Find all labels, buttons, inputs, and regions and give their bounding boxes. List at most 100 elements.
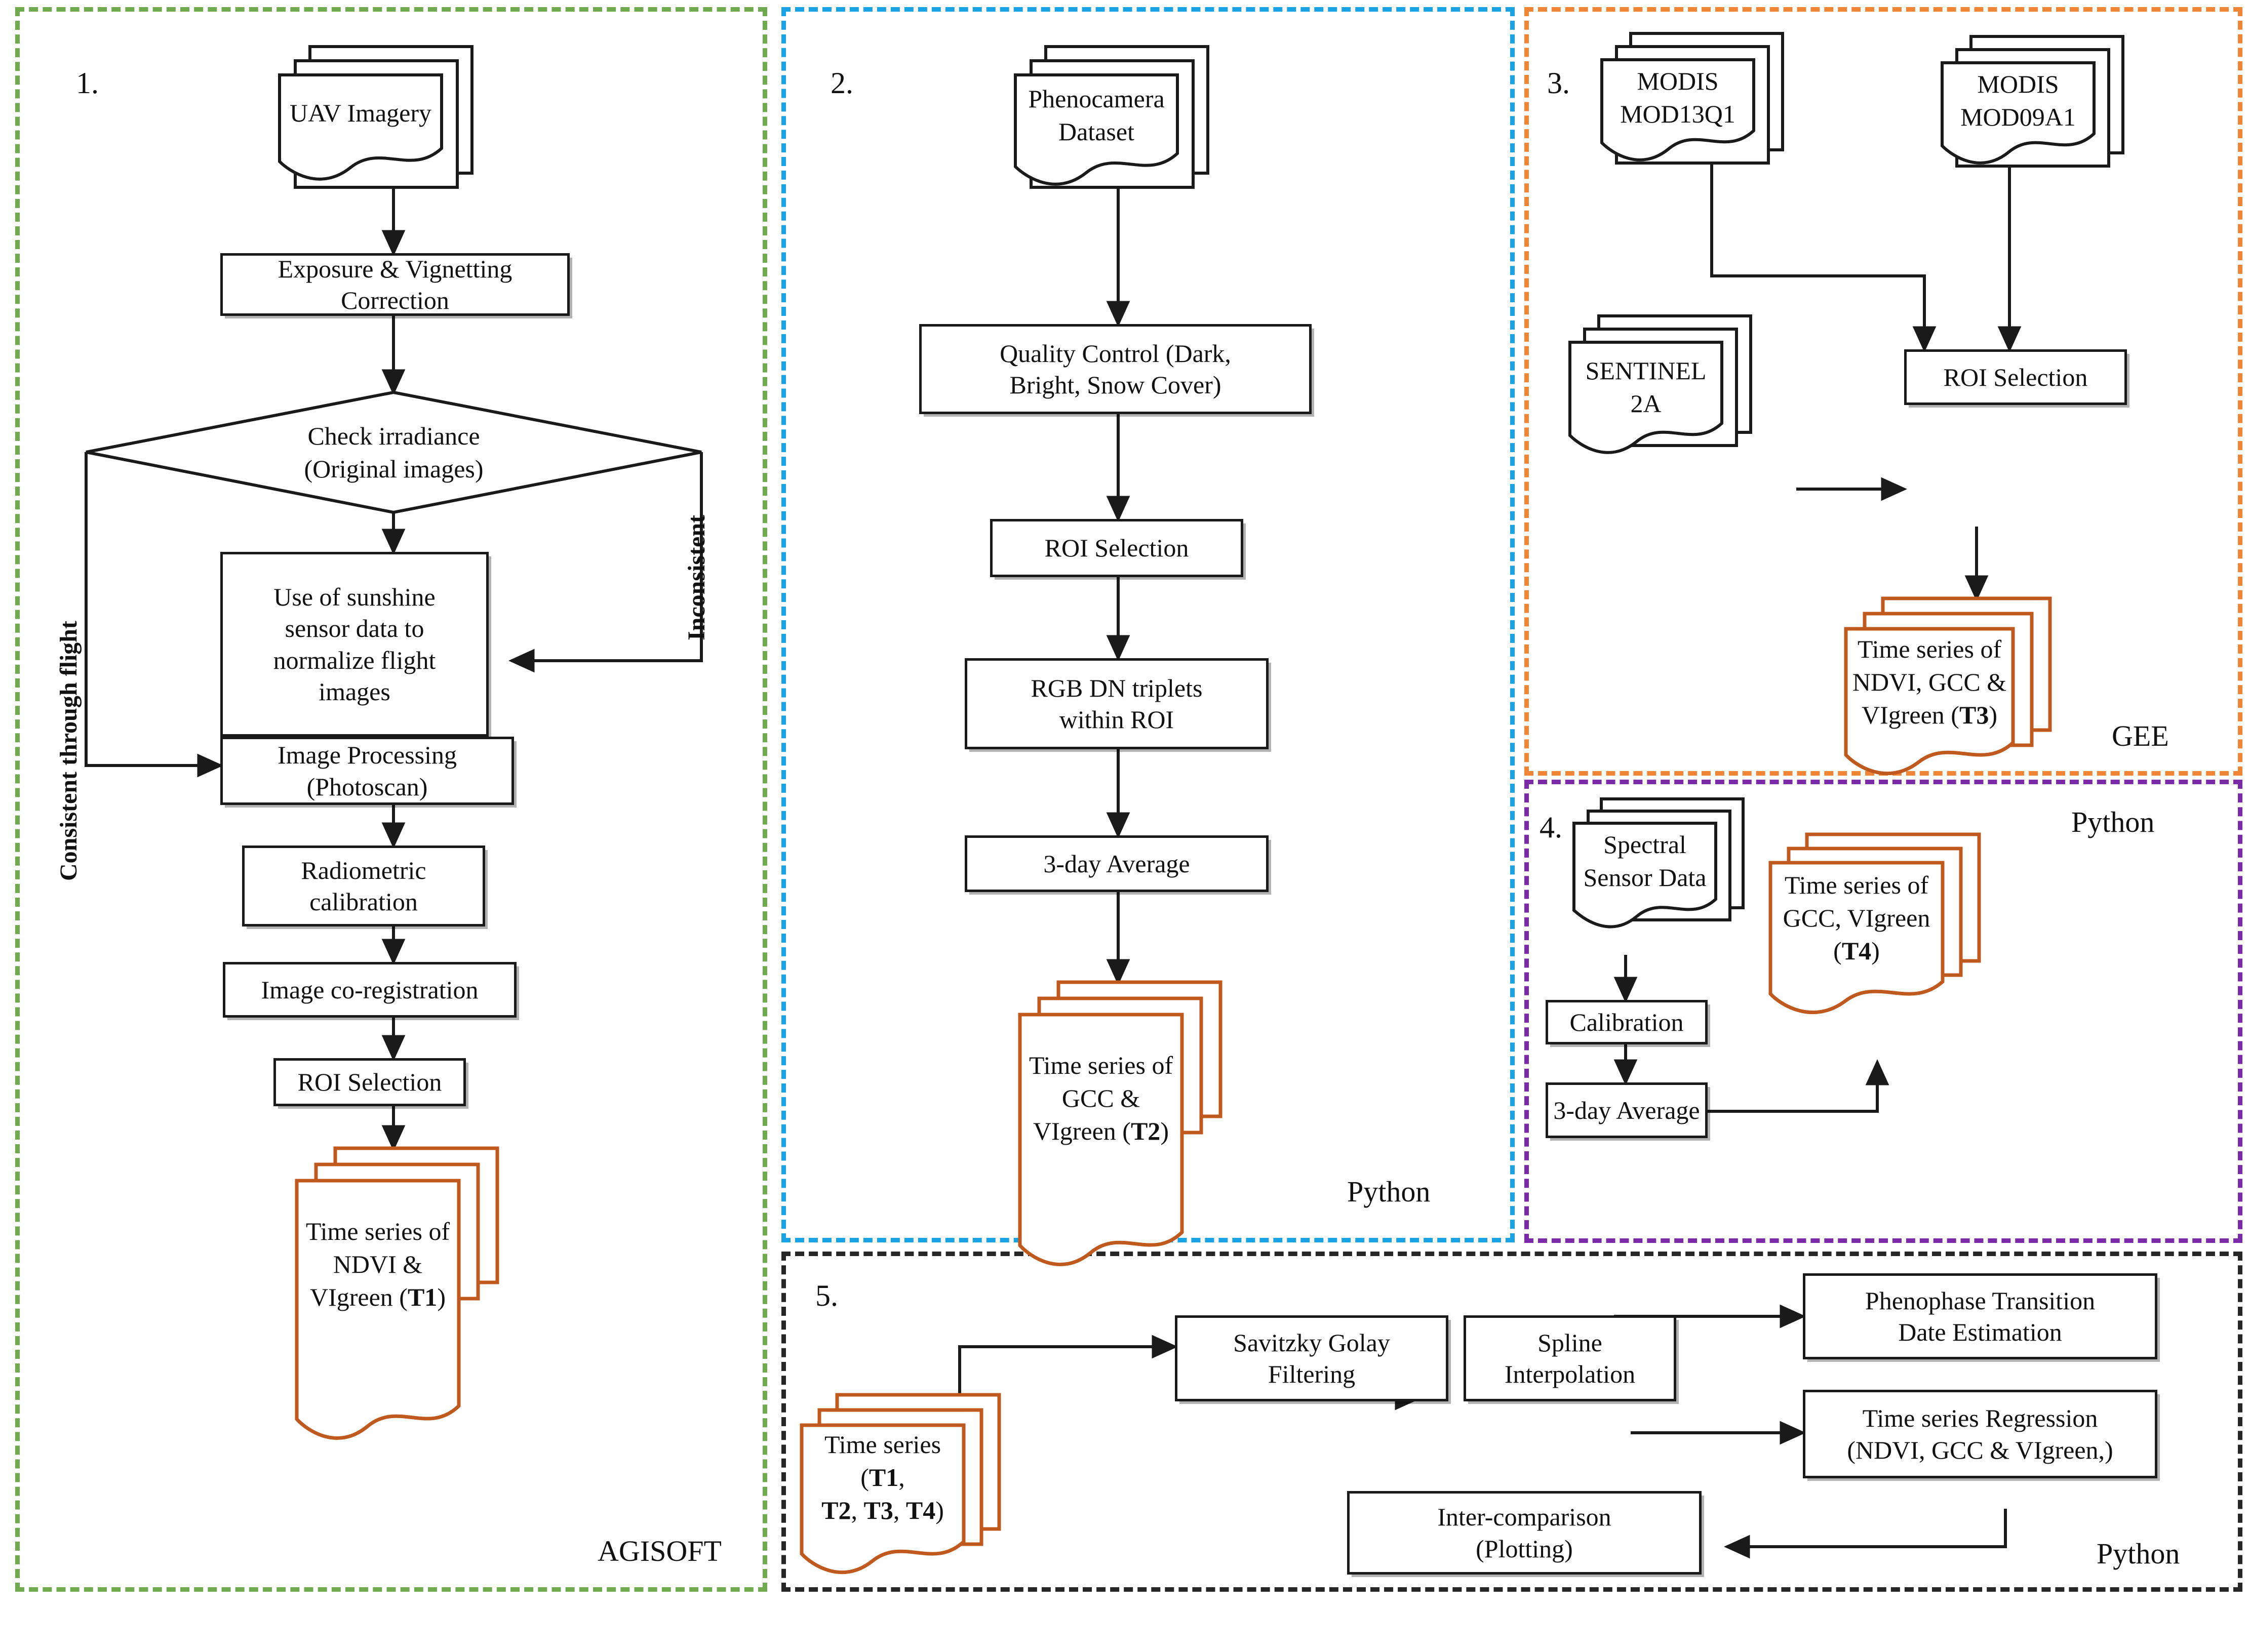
t3-line2: NDVI, GCC & xyxy=(1852,667,2007,696)
rgb-line2: within ROI xyxy=(1059,705,1174,734)
image-co-registration-box[interactable]: Image co-registration xyxy=(223,962,517,1018)
savitzky-golay-filtering-box[interactable]: Savitzky Golay Filtering xyxy=(1175,1315,1448,1401)
consistent-through-flight-label: Consistent through flight xyxy=(55,621,82,881)
time-series-t1-label: Time series of NDVI & VIgreen (T1) xyxy=(297,1181,459,1348)
sentinel-2a-wrap: SENTINEL 2A xyxy=(1570,349,1722,425)
sunshine-line1: Use of sunshine xyxy=(273,582,436,611)
modis-mod13q1-doc xyxy=(1600,32,1784,165)
inconsistent-label: Inconsistent xyxy=(683,514,710,640)
three-day-average-2-box[interactable]: 3-day Average xyxy=(965,835,1269,892)
edge-mod13-to-roi3 xyxy=(1710,141,1937,353)
roi-selection-3-box[interactable]: ROI Selection xyxy=(1904,349,2127,405)
panel-5-boundary xyxy=(781,1252,2242,1592)
imgproc-line1: Image Processing xyxy=(277,741,457,769)
t2-line1: Time series of xyxy=(1029,1051,1173,1079)
spectral-sensor-data-label: Spectral Sensor Data xyxy=(1574,823,1716,899)
time-series-t4-doc xyxy=(1768,832,1981,1015)
regression-line1: Time series Regression xyxy=(1862,1404,2098,1432)
ts-all-t1: T1 xyxy=(869,1463,899,1492)
phenophase-line2: Date Estimation xyxy=(1898,1318,2062,1346)
mod13-line1: MODIS xyxy=(1637,67,1719,95)
check-irradiance-wrap[interactable]: Check irradiance (Original images) xyxy=(86,392,701,512)
t2-line2: GCC & xyxy=(1061,1083,1140,1112)
uav-imagery-label-wrap: UAV Imagery xyxy=(280,75,442,151)
image-processing-photoscan-box[interactable]: Image Processing (Photoscan) xyxy=(220,737,514,805)
t3-line3a: VIgreen ( xyxy=(1862,700,1959,729)
qc-line1: Quality Control (Dark, xyxy=(1000,339,1231,368)
savgol-line1: Savitzky Golay xyxy=(1233,1328,1390,1357)
phenocamera-doc xyxy=(1014,45,1209,189)
time-series-t2-wrap: Time series of GCC & VIgreen (T2) xyxy=(1020,1015,1182,1182)
pheno-line2: Dataset xyxy=(1058,117,1134,146)
uav-imagery-label: UAV Imagery xyxy=(289,98,432,127)
sunshine-line2: sensor data to xyxy=(285,614,424,642)
time-series-all-wrap: Time series (T1, T2, T3, T4) xyxy=(802,1425,964,1542)
modis-mod13q1-label: MODIS MOD13Q1 xyxy=(1602,60,1754,136)
savgol-line2: Filtering xyxy=(1268,1360,1356,1388)
phenophase-line1: Phenophase Transition xyxy=(1865,1286,2096,1315)
exposure-line1: Exposure & Vignetting xyxy=(278,254,512,283)
t2-line3a: VIgreen ( xyxy=(1033,1116,1131,1145)
ts-all-t2: T2 xyxy=(821,1496,851,1524)
check-irradiance-line1: Check irradiance xyxy=(307,421,480,450)
ts-all-line1a: Time series ( xyxy=(824,1430,941,1492)
phenocamera-dataset-wrap: Phenocamera Dataset xyxy=(1015,75,1177,156)
calibration-label: Calibration xyxy=(1569,1008,1684,1036)
panel-5-tool-label: Python xyxy=(2097,1537,2180,1570)
roi-selection-2-box[interactable]: ROI Selection xyxy=(990,519,1243,577)
time-series-all-doc xyxy=(800,1393,1001,1575)
three-day-average-4-box[interactable]: 3-day Average xyxy=(1546,1082,1708,1138)
t2-line3c: ) xyxy=(1160,1116,1169,1145)
panel-4-boundary xyxy=(1524,780,2242,1243)
exposure-vignetting-correction-box[interactable]: Exposure & Vignetting Correction xyxy=(220,253,570,316)
time-series-t2-doc xyxy=(1018,980,1222,1266)
spectral-line1: Spectral xyxy=(1603,830,1686,859)
quality-control-box[interactable]: Quality Control (Dark, Bright, Snow Cove… xyxy=(919,324,1312,414)
roi-selection-1-box[interactable]: ROI Selection xyxy=(273,1058,466,1106)
time-series-t4-label: Time series of GCC, VIgreen (T4) xyxy=(1770,859,1943,978)
panel-1-tool-label: AGISOFT xyxy=(598,1535,722,1567)
rgb-dn-triplets-box[interactable]: RGB DN triplets within ROI xyxy=(965,658,1269,749)
pheno-line1: Phenocamera xyxy=(1028,85,1165,113)
radiometric-line1: Radiometric xyxy=(301,856,426,884)
t1-line2: NDVI & xyxy=(333,1250,423,1278)
t1-tag: T1 xyxy=(407,1282,438,1311)
inter-comparison-box[interactable]: Inter-comparison (Plotting) xyxy=(1347,1491,1702,1575)
t1-line3c: ) xyxy=(437,1282,446,1311)
time-series-t2-label: Time series of GCC & VIgreen (T2) xyxy=(1020,1015,1182,1182)
sunshine-sensor-normalize-box[interactable]: Use of sunshine sensor data to normalize… xyxy=(220,552,489,737)
panel-2-number: 2. xyxy=(831,66,853,100)
time-series-regression-box[interactable]: Time series Regression (NDVI, GCC & VIgr… xyxy=(1803,1390,2157,1478)
phenophase-transition-box[interactable]: Phenophase Transition Date Estimation xyxy=(1803,1273,2157,1359)
t3-line1: Time series of xyxy=(1857,634,2002,663)
spectral-line2: Sensor Data xyxy=(1583,863,1707,892)
panel-2-tool-label: Python xyxy=(1347,1175,1431,1208)
edge-regress-to-inter xyxy=(1723,1509,2007,1559)
t4-tag: T4 xyxy=(1841,937,1872,965)
panel-3-tool-label: GEE xyxy=(2112,719,2169,752)
panel-4-tool-label: Python xyxy=(2071,805,2155,838)
phenocamera-dataset-label: Phenocamera Dataset xyxy=(1015,75,1177,156)
coreg-label: Image co-registration xyxy=(261,975,479,1004)
panel-4-number: 4. xyxy=(1540,811,1562,844)
regression-line2: (NDVI, GCC & VIgreen,) xyxy=(1847,1435,2113,1464)
t2-tag: T2 xyxy=(1130,1116,1161,1145)
time-series-t4-wrap: Time series of GCC, VIgreen (T4) xyxy=(1770,863,1943,982)
t4-line3c: ) xyxy=(1871,937,1880,965)
exposure-line2: Correction xyxy=(341,286,449,314)
t4-line1: Time series of xyxy=(1784,871,1929,899)
spline-interpolation-box[interactable]: Spline Interpolation xyxy=(1464,1315,1676,1401)
rgb-line1: RGB DN triplets xyxy=(1031,673,1203,702)
sunshine-line3: normalize flight xyxy=(273,646,436,674)
check-irradiance-line2: (Original images) xyxy=(304,454,484,483)
calibration-box[interactable]: Calibration xyxy=(1546,1000,1708,1044)
avg2-label: 3-day Average xyxy=(1043,849,1190,878)
t3-tag: T3 xyxy=(1959,700,1989,729)
check-irradiance-diamond xyxy=(86,390,702,514)
radiometric-line2: calibration xyxy=(309,888,418,916)
spline-line2: Interpolation xyxy=(1504,1360,1636,1388)
radiometric-calibration-box[interactable]: Radiometric calibration xyxy=(242,845,485,926)
sentinel-line1: SENTINEL xyxy=(1585,356,1707,385)
qc-line2: Bright, Snow Cover) xyxy=(1009,371,1221,399)
